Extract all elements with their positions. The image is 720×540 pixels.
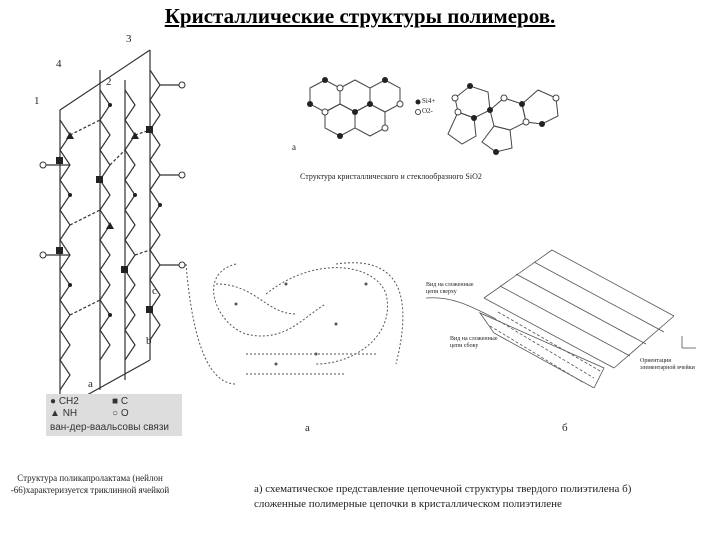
label-3: 3 xyxy=(126,33,132,45)
legend-c: ■ C xyxy=(112,396,129,407)
nylon-caption: Структура поликапролактама (нейлон -66)х… xyxy=(10,473,170,495)
legend-nh: ▲ NH xyxy=(50,408,78,419)
figure-label-b: б xyxy=(562,422,568,434)
label-a: a xyxy=(88,378,93,390)
pe-inner-text-3: Ориентация элементарной ячейки xyxy=(640,358,695,371)
label-4: 4 xyxy=(56,58,62,70)
legend-bonds: ван-дер-ваальсовы связи xyxy=(50,422,170,433)
label-b: b xyxy=(146,335,152,347)
nylon-legend xyxy=(46,394,182,436)
sio2-figure xyxy=(307,77,560,155)
legend-o: ○ O xyxy=(112,408,129,419)
polyethylene-folded-figure xyxy=(425,249,696,388)
sio2-caption: Структура кристаллического и стеклообраз… xyxy=(300,172,482,181)
sio2-legend-si: Si4+ xyxy=(422,97,436,105)
polyethylene-chain-figure xyxy=(185,262,404,385)
sio2-letter-a: a xyxy=(292,142,296,152)
figure-label-a: а xyxy=(305,422,310,434)
pe-inner-text-2: Вид на сложенные цепи сбоку xyxy=(450,336,498,349)
page-title: Кристаллические структуры полимеров. xyxy=(164,4,556,28)
label-2: 2 xyxy=(106,76,112,88)
label-c: c xyxy=(152,285,157,297)
polyethylene-caption: а) схематическое представление цепочечно… xyxy=(254,483,632,510)
pe-inner-text-1: Вид на сложенные цепи сверху xyxy=(426,282,474,295)
sio2-legend-o: O2- xyxy=(422,107,433,115)
nylon-crystal-figure xyxy=(39,49,186,411)
label-1: 1 xyxy=(34,95,40,107)
legend-ch2: ● CH2 xyxy=(50,396,79,407)
